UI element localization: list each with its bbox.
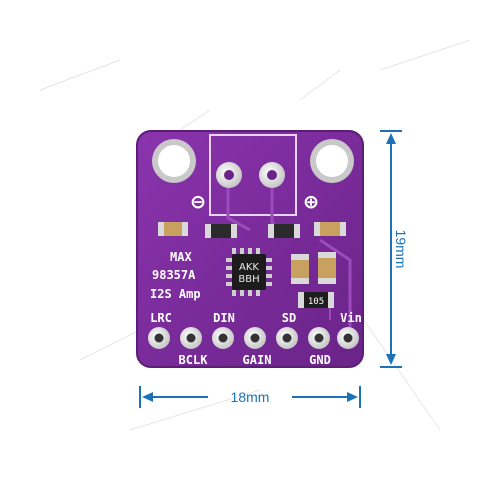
board-label-line3: I2S Amp	[150, 287, 201, 301]
header-pin	[308, 327, 330, 349]
watermark-lines	[39, 39, 471, 431]
pin-label-lrc: LRC	[150, 311, 172, 325]
width-dimension-label: 18mm	[231, 389, 270, 405]
capacitor-c2	[314, 222, 346, 236]
terminal-plus-symbol: ⊕	[304, 190, 317, 215]
pin-label-din: DIN	[213, 311, 235, 325]
speaker-terminal-pad-plus	[259, 162, 285, 188]
board-label-line1: MAX	[170, 250, 192, 264]
speaker-terminal-pad-minus	[216, 162, 242, 188]
height-dimension-line	[380, 130, 402, 368]
capacitor-c3	[291, 254, 309, 284]
pin-label-vin: Vin	[340, 311, 362, 325]
resistor-r1	[205, 224, 237, 238]
pin-label-bclk: BCLK	[179, 353, 209, 367]
ic-chip	[226, 248, 272, 296]
header-pins	[148, 327, 359, 349]
height-dimension-label: 19mm	[393, 230, 409, 269]
mounting-hole-left	[152, 139, 196, 183]
board-label-line2: 98357A	[152, 268, 196, 282]
header-pin	[244, 327, 266, 349]
header-pin	[148, 327, 170, 349]
resistor-r2	[268, 224, 300, 238]
terminal-minus-symbol: ⊖	[191, 190, 204, 215]
width-dimension-line	[139, 386, 361, 408]
mounting-hole-right	[310, 139, 354, 183]
header-pin	[212, 327, 234, 349]
header-pin	[180, 327, 202, 349]
capacitor-c1	[158, 222, 188, 236]
capacitor-c4	[318, 252, 336, 284]
header-pin	[276, 327, 298, 349]
resistor-code: 105	[308, 297, 324, 307]
resistor-105	[298, 292, 334, 308]
chip-marking-line1: AKK	[239, 262, 259, 273]
chip-marking-line2: BBH	[238, 274, 259, 285]
pin-label-gain: GAIN	[243, 353, 272, 367]
pin-label-sd: SD	[282, 311, 296, 325]
pin-label-gnd: GND	[309, 353, 331, 367]
header-pin	[337, 327, 359, 349]
